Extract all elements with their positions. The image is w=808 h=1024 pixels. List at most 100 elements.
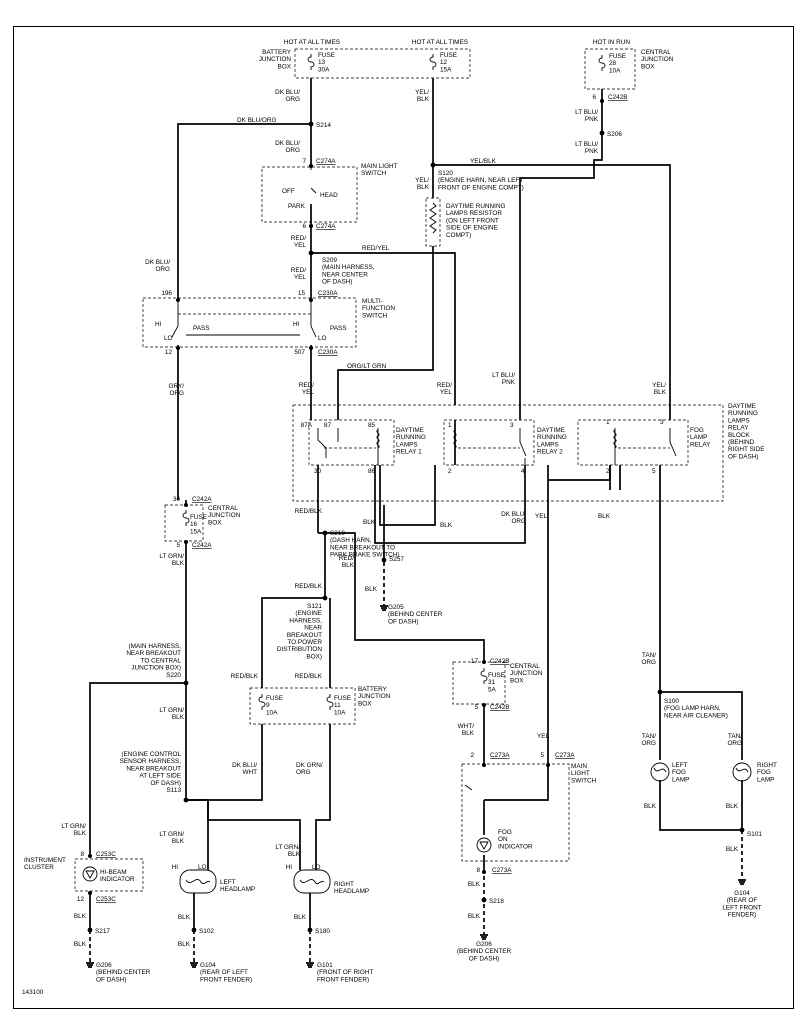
pins-p5-label: 5 bbox=[176, 542, 180, 549]
wires-red-yel-a-label: RED/YEL bbox=[291, 235, 307, 249]
pins-r2-1-label: 1 bbox=[448, 422, 452, 429]
splices-s102-label: S102 bbox=[199, 928, 214, 935]
central-junction-box-16-outline bbox=[164, 504, 204, 542]
pins-r2-4-label: 4 bbox=[521, 468, 525, 475]
wires-blk-d-label: BLK bbox=[365, 586, 378, 593]
pins-r2-3-label: 3 bbox=[510, 422, 514, 429]
wires-yel-blk-h-label: YEL/BLK bbox=[470, 158, 497, 165]
pins-p196-label: 196 bbox=[161, 290, 172, 297]
connectors-c242b-b-label: C242B bbox=[490, 658, 510, 665]
relay-2-outline bbox=[443, 419, 535, 466]
wires-blk-b-label: BLK bbox=[363, 519, 376, 526]
battery-junction-box-mid-outline bbox=[249, 687, 356, 725]
fog-relay-outline bbox=[577, 419, 689, 466]
g101-symbol bbox=[306, 962, 314, 968]
splice-s219-dot bbox=[322, 530, 328, 536]
drl-resistor-outline bbox=[425, 197, 441, 247]
wires-lt-blu-pnk-b-label: LT BLU/PNK bbox=[575, 141, 599, 155]
splices-s100-label: S100(FOG LAMP HARN,NEAR AIR CLEANER) bbox=[664, 698, 728, 719]
wires-yel-blk-c-label: YEL/BLK bbox=[652, 382, 667, 396]
connectors-c274a-b-label: C274A bbox=[316, 223, 336, 230]
components-lo2-label: LO bbox=[318, 335, 327, 342]
wires-blk-a-label: BLK bbox=[598, 513, 611, 520]
pins-p15-label: 15 bbox=[298, 290, 306, 297]
pins-p30b-label: 30 bbox=[173, 496, 181, 503]
components-pass2-label: PASS bbox=[330, 325, 347, 332]
components-head-label: HEAD bbox=[320, 192, 338, 199]
pin-2-dot bbox=[482, 763, 486, 767]
pin-8-dot bbox=[482, 870, 486, 874]
hot-labels-left-label: HOT AT ALL TIMES bbox=[284, 39, 340, 46]
g104-symbol-b bbox=[738, 879, 746, 885]
fuse-13-symbol bbox=[307, 54, 315, 70]
wires-lt-blu-pnk-a-label: LT BLU/PNK bbox=[575, 109, 599, 123]
components-hl-lo-b-label: LO bbox=[312, 864, 321, 871]
right-fog-lamp-symbol bbox=[732, 762, 752, 782]
pin-12-dot bbox=[176, 346, 180, 350]
connectors-c274a-a-label: C274A bbox=[316, 158, 336, 165]
fog-relay-switch bbox=[669, 428, 677, 457]
splice-s100-dot bbox=[657, 689, 663, 695]
components-hl-hi-b-label: HI bbox=[286, 864, 293, 871]
wires-yel-a-label: YEL bbox=[535, 513, 548, 520]
pin-5c-dot bbox=[546, 763, 550, 767]
pins-p86-label: 86 bbox=[368, 468, 376, 475]
connectors-c230a-b-label: C230A bbox=[318, 349, 338, 356]
wires-blk-f-label: BLK bbox=[726, 803, 739, 810]
main-light-switch-outline bbox=[261, 166, 358, 223]
central-junction-box-outline bbox=[584, 48, 636, 90]
splice-s180-dot bbox=[307, 927, 313, 933]
wires-red-yel-c-label: RED/YEL bbox=[299, 382, 315, 396]
pins-p6b-label: 6 bbox=[302, 223, 306, 230]
wires-red-blk-d-label: RED/BLK bbox=[231, 673, 259, 680]
hot-labels-mid-label: HOT AT ALL TIMES bbox=[412, 39, 468, 46]
fuse-11-symbol bbox=[326, 694, 334, 710]
fog-relay-coil bbox=[613, 428, 617, 465]
wires-red-yel-h-label: RED/YEL bbox=[362, 245, 390, 252]
pins-r3-3-label: 3 bbox=[660, 419, 664, 426]
wires-red-blk-a-label: RED/BLK bbox=[295, 508, 323, 515]
fuse-9-symbol bbox=[258, 694, 266, 710]
wires-blk-l-label: BLK bbox=[74, 913, 87, 920]
connectors-c253c-a-label: C253C bbox=[96, 851, 116, 858]
wires-blk-m-label: BLK bbox=[74, 941, 87, 948]
g206-symbol-b bbox=[480, 934, 488, 940]
wires-yel-blk-a-label: YEL/BLK bbox=[415, 89, 430, 103]
fuse-31-symbol bbox=[480, 668, 488, 684]
wires-blk-n-label: BLK bbox=[178, 941, 191, 948]
wires-gry-org-label: GRY/ORG bbox=[168, 383, 184, 397]
pins-r2-2-label: 2 bbox=[448, 468, 452, 475]
pins-p30-label: 30 bbox=[314, 468, 322, 475]
pin-507-dot bbox=[309, 346, 313, 350]
right-headlamp-filament bbox=[299, 879, 325, 885]
splice-s257-dot bbox=[381, 557, 387, 563]
g206-symbol-a bbox=[86, 962, 94, 968]
pins-r3-2-label: 2 bbox=[606, 468, 610, 475]
pins-p87-label: 87 bbox=[324, 422, 332, 429]
fuse-symbols bbox=[182, 54, 606, 710]
pin-6-dot bbox=[600, 99, 604, 103]
pins-p507-label: 507 bbox=[294, 349, 305, 356]
connectors-c273a-a-label: C273A bbox=[490, 752, 510, 759]
fuse-28-symbol bbox=[598, 55, 606, 71]
